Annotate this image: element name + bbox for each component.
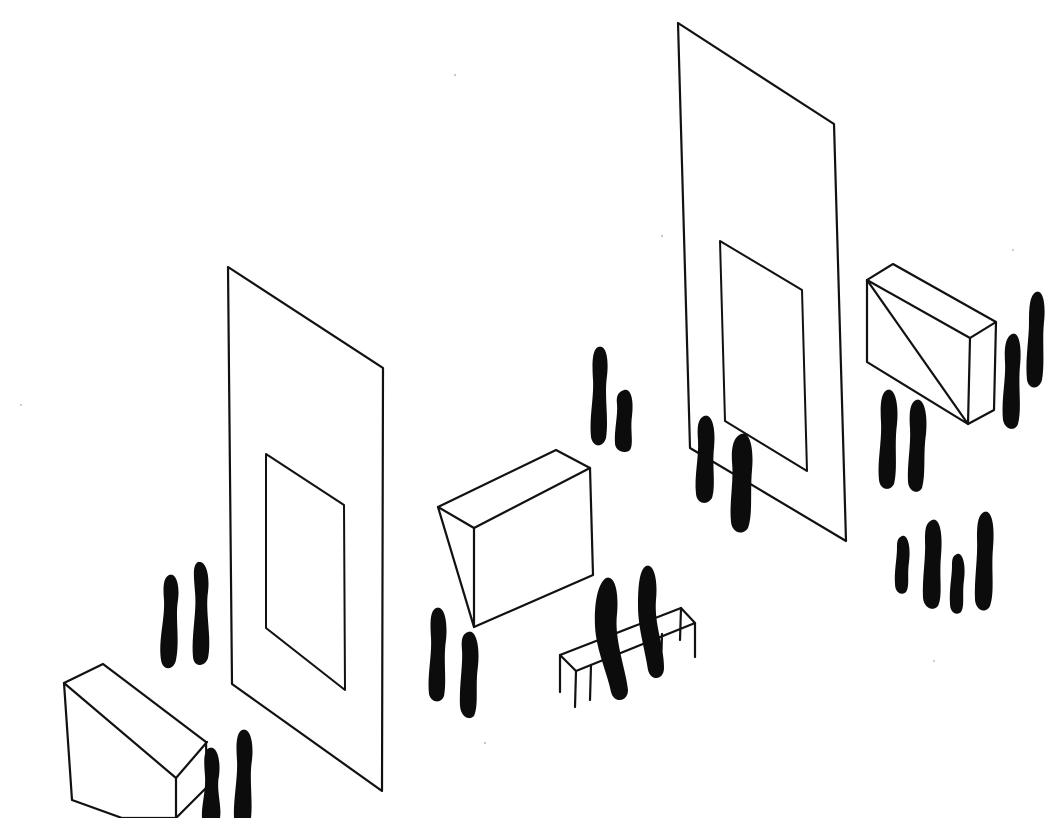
visitor-figure: [974, 511, 994, 611]
bench: [558, 606, 697, 709]
display-box-center: [436, 448, 595, 629]
visitor-figure: [949, 553, 965, 614]
visitor-figure: [428, 607, 447, 702]
visitor-figure: [594, 577, 628, 701]
visitor-figure: [878, 389, 898, 489]
visitor-figure: [638, 565, 664, 679]
visitor-figure: [233, 729, 253, 818]
visitor-figure: [894, 535, 910, 594]
visitor-figure: [922, 519, 942, 609]
tall-panel-left: [226, 265, 385, 793]
visitor-figure: [590, 346, 608, 446]
visitor-figure: [1026, 291, 1045, 388]
display-box-bottom-left: [62, 662, 209, 818]
visitor-figures: [160, 291, 1045, 818]
visitor-figure: [1002, 333, 1021, 429]
visitor-figure: [695, 415, 715, 503]
display-box-right: [865, 262, 998, 426]
tall-panel-right: [676, 21, 848, 543]
visitor-figure: [201, 747, 221, 818]
visitor-figure: [459, 631, 479, 719]
visitor-figure: [614, 389, 633, 452]
visitor-figure: [907, 399, 927, 492]
visitor-figure: [160, 574, 179, 669]
visitor-figure: [730, 433, 753, 533]
visitor-figure: [192, 561, 210, 665]
